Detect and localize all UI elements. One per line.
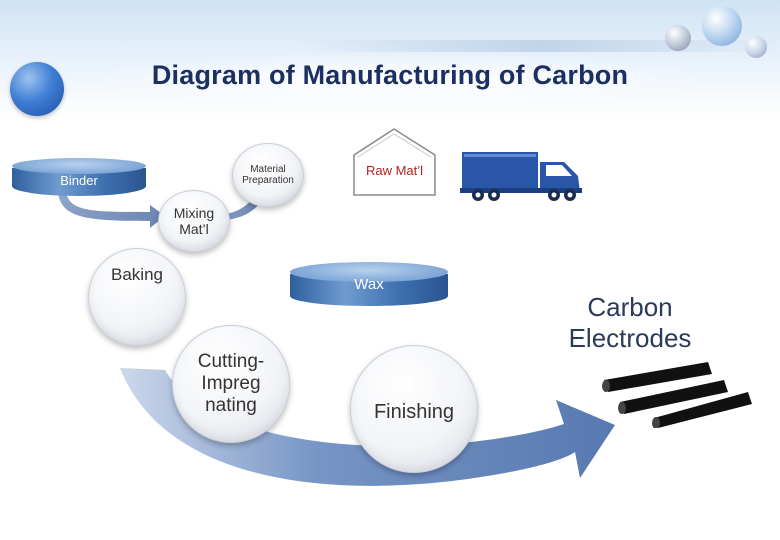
decorative-ball-icon [665, 25, 691, 51]
decorative-ball-icon [702, 6, 742, 46]
raw-material-node: Raw Mat’l [352, 127, 437, 197]
carbon-rod-icon [652, 392, 752, 428]
baking-label: Baking [111, 265, 163, 285]
decorative-ball-icon [10, 62, 64, 116]
carbon-rod-icon [618, 380, 728, 414]
carbon-electrodes-label-line1: Carbon [587, 292, 673, 322]
banner-glow [80, 52, 720, 108]
finishing-node: Finishing [350, 345, 478, 473]
carbon-rods [602, 362, 752, 428]
binder-cylinder: Binder [12, 158, 146, 196]
cutting-impregnating-node: Cutting- Impreg nating [172, 325, 290, 443]
house-icon [353, 128, 436, 196]
cutting-impregnating-label-line3: nating [205, 394, 257, 416]
mixing-node: Mixing Mat’l [158, 190, 230, 252]
material-preparation-label-line1: Material [250, 163, 286, 175]
carbon-electrodes-label: Carbon Electrodes [560, 292, 700, 354]
main-process-arrow [120, 368, 615, 486]
wax-label: Wax [354, 276, 384, 293]
binder-to-mixing-arrow [58, 188, 165, 228]
material-preparation-node: Material Preparation [232, 143, 304, 207]
finishing-label: Finishing [373, 400, 455, 423]
binder-label: Binder [60, 173, 98, 188]
cutting-impregnating-label-line2: Impreg [201, 373, 261, 395]
raw-material-label: Raw Mat’l [365, 163, 424, 178]
carbon-rod-icon [602, 362, 712, 392]
mixing-label-line1: Mixing [173, 204, 215, 221]
baking-node: Baking [88, 248, 186, 346]
truck-icon [460, 152, 582, 201]
carbon-electrodes-label-line2: Electrodes [568, 323, 692, 354]
page-title: Diagram of Manufacturing of Carbon [151, 60, 629, 90]
material-preparation-label-line2: Preparation [242, 175, 294, 186]
mixing-label-line2: Mat’l [179, 221, 209, 237]
wax-cylinder: Wax [290, 262, 448, 306]
cutting-impregnating-label-line1: Cutting- [197, 351, 265, 373]
banner-stripe [300, 40, 780, 52]
header-banner [0, 0, 780, 118]
decorative-ball-icon [745, 36, 767, 58]
